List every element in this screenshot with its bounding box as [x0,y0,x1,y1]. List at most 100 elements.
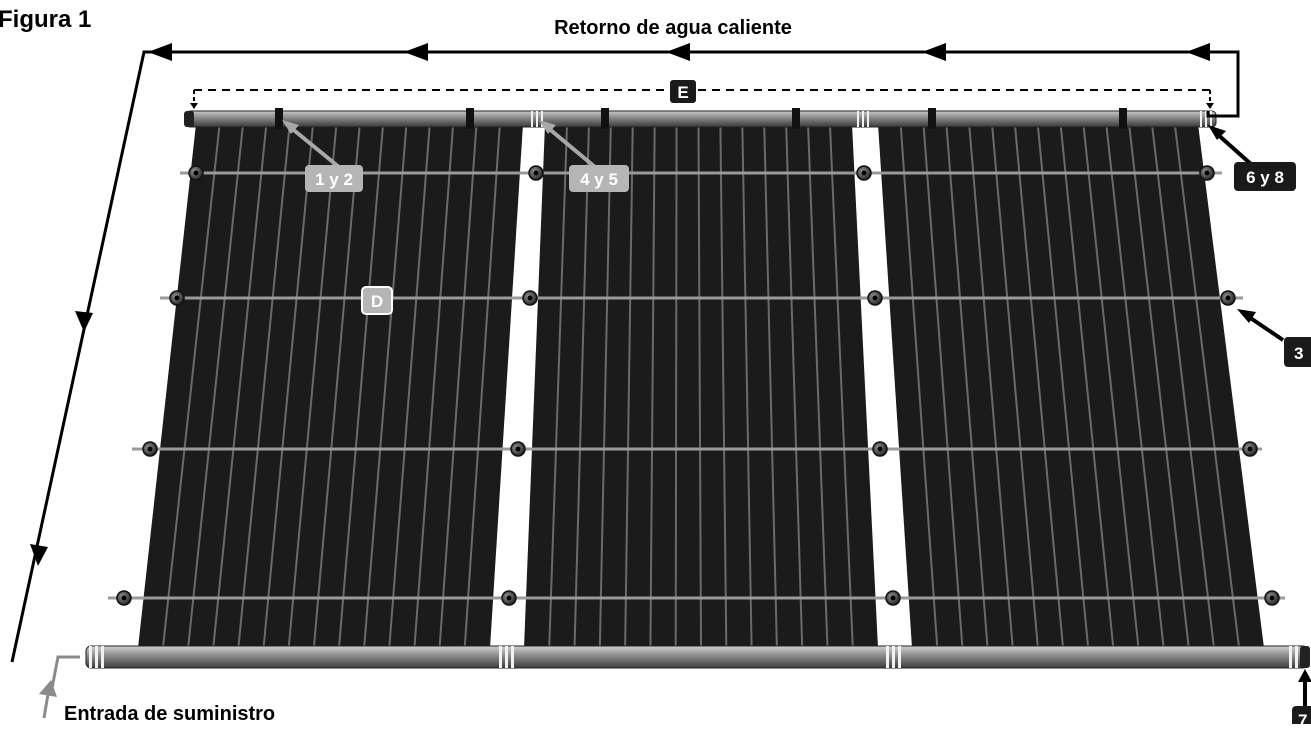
strap-anchors [116,165,1280,606]
panel-tube-stripe [1151,126,1215,647]
panel-tube-stripe [697,126,702,647]
top-pipe-end-cap [184,111,194,127]
strap-anchor-center [121,595,127,601]
panel-tube-stripe [649,126,656,647]
panel-tube-stripe [1037,126,1089,647]
panel-tube-stripe [763,126,778,647]
bottom-pipe-end-cap [1300,646,1310,668]
flow-arrow-down-icon [30,544,48,566]
callout-e-badge [668,78,698,105]
panel-tube-stripe [1082,126,1140,647]
supply-flow-label: Entrada de suministro [64,703,275,724]
panel-tube-stripe [624,126,634,647]
strap-anchor-center [1247,446,1253,452]
flow-arrow-icon [148,43,172,61]
callout-7-badge [1292,706,1311,729]
flow-arrow-icon [666,43,690,61]
strap-anchor-center [533,170,539,176]
panel-tube-stripe [287,126,338,647]
panel-tube-stripe [162,126,221,647]
flow-arrow-icon [404,43,428,61]
supply-arrow-icon [39,680,57,697]
supply-inlet: Entrada de suministro [39,655,275,725]
hot-water-return-line [10,50,1240,663]
strap-anchor-center [861,170,867,176]
callout-d: D [361,286,393,315]
solar-panel-left [138,124,523,648]
dimension-e: E [190,78,1214,109]
panel-tube-stripe [785,126,804,647]
panel-tube-stripe [463,126,501,647]
callout-7-label: 7 [1298,711,1307,724]
panel-tube-stripe [262,126,314,647]
callout-1y2: 1 y 2 [282,120,363,192]
top-header-pipe [184,108,1217,129]
callout-6y8-badge [1234,162,1296,191]
strap-anchor-center [1204,170,1210,176]
pointer-arrow-icon [1298,669,1311,682]
panel-tube-stripe [1014,126,1064,647]
return-flow-label: Retorno de agua caliente [554,17,792,39]
panel-tube-stripe [968,126,1014,647]
panel-tube-stripe [899,126,939,647]
panel-tube-stripe [598,126,612,647]
panel-tube-stripe [674,126,678,647]
mounting-straps [108,171,1285,600]
callout-3: 3 [1237,309,1311,367]
pointer-arrow-icon [1237,309,1256,323]
callout-1y2-label: 1 y 2 [315,170,353,189]
return-flow-arrows [30,43,1210,566]
panel-tube-stripe [829,126,854,647]
strap-anchor-center [890,595,896,601]
callout-d-label: D [371,292,383,311]
panel-tube-stripe [945,126,989,647]
bottom-header-pipe [85,645,1310,669]
panel-tube-stripe [1128,126,1190,647]
strap-anchor-center [1269,595,1275,601]
callout-3-label: 3 [1294,344,1303,363]
strap-anchor-center [193,170,199,176]
callout-4y5: 4 y 5 [539,120,629,192]
panel-tube-stripe [363,126,408,647]
callout-6y8-label: 6 y 8 [1246,168,1284,187]
callout-1y2-badge [305,165,363,192]
strap-anchor-center [147,446,153,452]
panel-tube-stripe [338,126,384,647]
strap-anchor-center [174,295,180,301]
callout-4y5-label: 4 y 5 [580,170,618,189]
panel-tube-stripe [548,126,568,647]
flow-arrow-icon [922,43,946,61]
panel-tube-stripes [162,126,1240,647]
callout-e-label: E [677,83,688,102]
panel-tube-stripe [1059,126,1115,647]
callout-7: 7 [1292,669,1311,729]
pointer-arrow-icon [539,120,556,134]
panel-tube-stripe [922,126,964,647]
panel-tube-stripe [719,126,728,647]
strap-anchor-center [877,446,883,452]
strap-anchor-center [506,595,512,601]
strap-anchor-center [515,446,521,452]
panel-tube-stripe [413,126,454,647]
strap-anchor-center [527,295,533,301]
dimension-tick-icon [190,103,198,109]
dimension-tick-icon [1206,103,1214,109]
callout-d-badge [361,286,393,315]
callout-4y5-badge [569,165,629,192]
panel-tube-stripe [438,126,478,647]
pointer-arrow-icon [282,120,299,134]
flow-arrow-down-icon [75,311,93,332]
panel-tube-stripe [573,126,590,647]
pointer-arrow-icon [1208,125,1226,140]
flow-arrow-icon [1186,43,1210,61]
panel-tube-stripe [212,126,268,647]
panel-tube-stripe [807,126,829,647]
panel-tube-stripe [1105,126,1165,647]
strap-anchor-center [1225,295,1231,301]
figure-label: Figura 1 [0,6,91,33]
panel-tube-stripe [741,126,753,647]
panel-tube-stripe [1174,126,1240,647]
panel-tube-stripe [187,126,244,647]
